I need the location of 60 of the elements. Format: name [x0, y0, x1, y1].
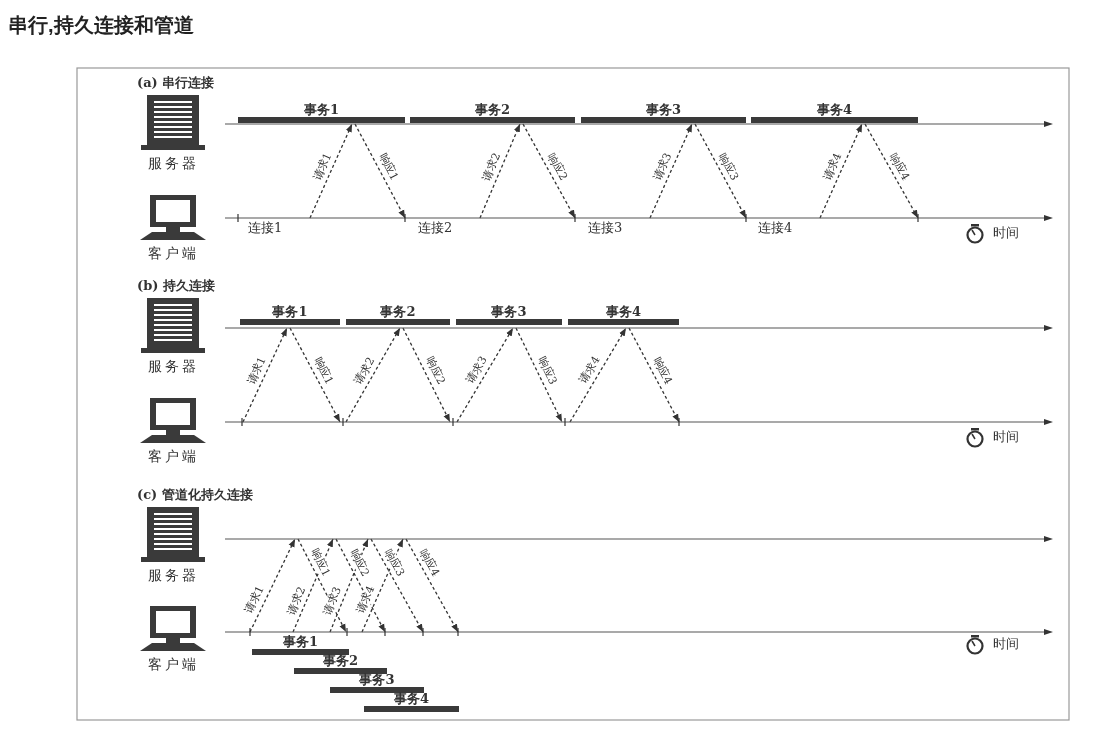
transaction-bar: 事务1 [240, 304, 340, 325]
edge-label: 响应2 [544, 150, 570, 184]
transaction-bar: 事务4 [364, 691, 459, 712]
dashed-arrow [335, 538, 386, 633]
dashed-arrow [370, 538, 424, 633]
timeline-arrow [224, 325, 1053, 331]
dashed-arrow [522, 123, 576, 219]
transaction-bar: 事务4 [568, 304, 679, 325]
annotation-text: 连接2 [418, 220, 453, 235]
dashed-arrow [694, 123, 747, 219]
node-label: 服务器 [147, 155, 199, 171]
dashed-arrow [242, 327, 288, 423]
dashed-arrow [402, 327, 451, 423]
dashed-arrow [354, 123, 406, 219]
dashed-arrow [309, 123, 353, 219]
dashed-arrow [456, 327, 514, 423]
transaction-bar: 事务1 [238, 102, 405, 123]
annotation-text: 连接1 [248, 220, 283, 235]
timeline-arrow [224, 121, 1053, 127]
dashed-arrow [405, 538, 459, 633]
transaction-bar: 事务2 [294, 653, 387, 674]
dashed-arrow [819, 123, 863, 219]
dashed-arrow [297, 538, 347, 633]
dashed-arrow [649, 123, 693, 219]
dashed-arrow [515, 327, 563, 423]
transaction-bar: 事务3 [456, 304, 562, 325]
transaction-bar: 事务2 [410, 102, 575, 123]
timeline-arrow [224, 213, 1053, 223]
timeline-arrow [224, 627, 1053, 637]
annotation-text: (c) 管道化持久连接 [137, 487, 253, 502]
transaction-bar: 事务1 [252, 634, 349, 655]
transaction-bar: 事务4 [751, 102, 918, 123]
edge-label: 响应4 [886, 150, 913, 184]
transaction-bar: 事务2 [346, 304, 450, 325]
edge-label: 响应3 [381, 546, 408, 579]
dashed-arrow [292, 538, 334, 633]
node-label: 服务器 [147, 567, 199, 583]
annotation-text: (a) 串行连接 [137, 75, 215, 90]
node-label: 客户端 [147, 448, 199, 464]
dashed-arrow [569, 327, 627, 423]
dashed-arrow [628, 327, 680, 423]
timeline-arrow [224, 536, 1053, 542]
dashed-arrow [361, 538, 404, 633]
annotation-text: (b) 持久连接 [137, 278, 215, 293]
dashed-arrow [289, 327, 341, 423]
dashed-arrow [864, 123, 919, 219]
dashed-arrow [345, 327, 401, 423]
dashed-arrow [479, 123, 521, 219]
transaction-bar: 事务3 [581, 102, 746, 123]
edge-label: 响应4 [416, 546, 443, 579]
transaction-bar: 事务3 [330, 672, 424, 693]
node-label: 客户端 [147, 245, 199, 261]
node-label: 客户端 [147, 656, 199, 672]
node-label: 服务器 [147, 358, 199, 374]
dashed-arrow [249, 538, 296, 633]
annotation-text: 连接4 [758, 220, 793, 235]
annotation-text: 连接3 [588, 220, 623, 235]
page-title: 串行,持久连接和管道 [8, 13, 194, 38]
timeline-arrow [224, 417, 1053, 427]
dashed-arrow [329, 538, 369, 633]
